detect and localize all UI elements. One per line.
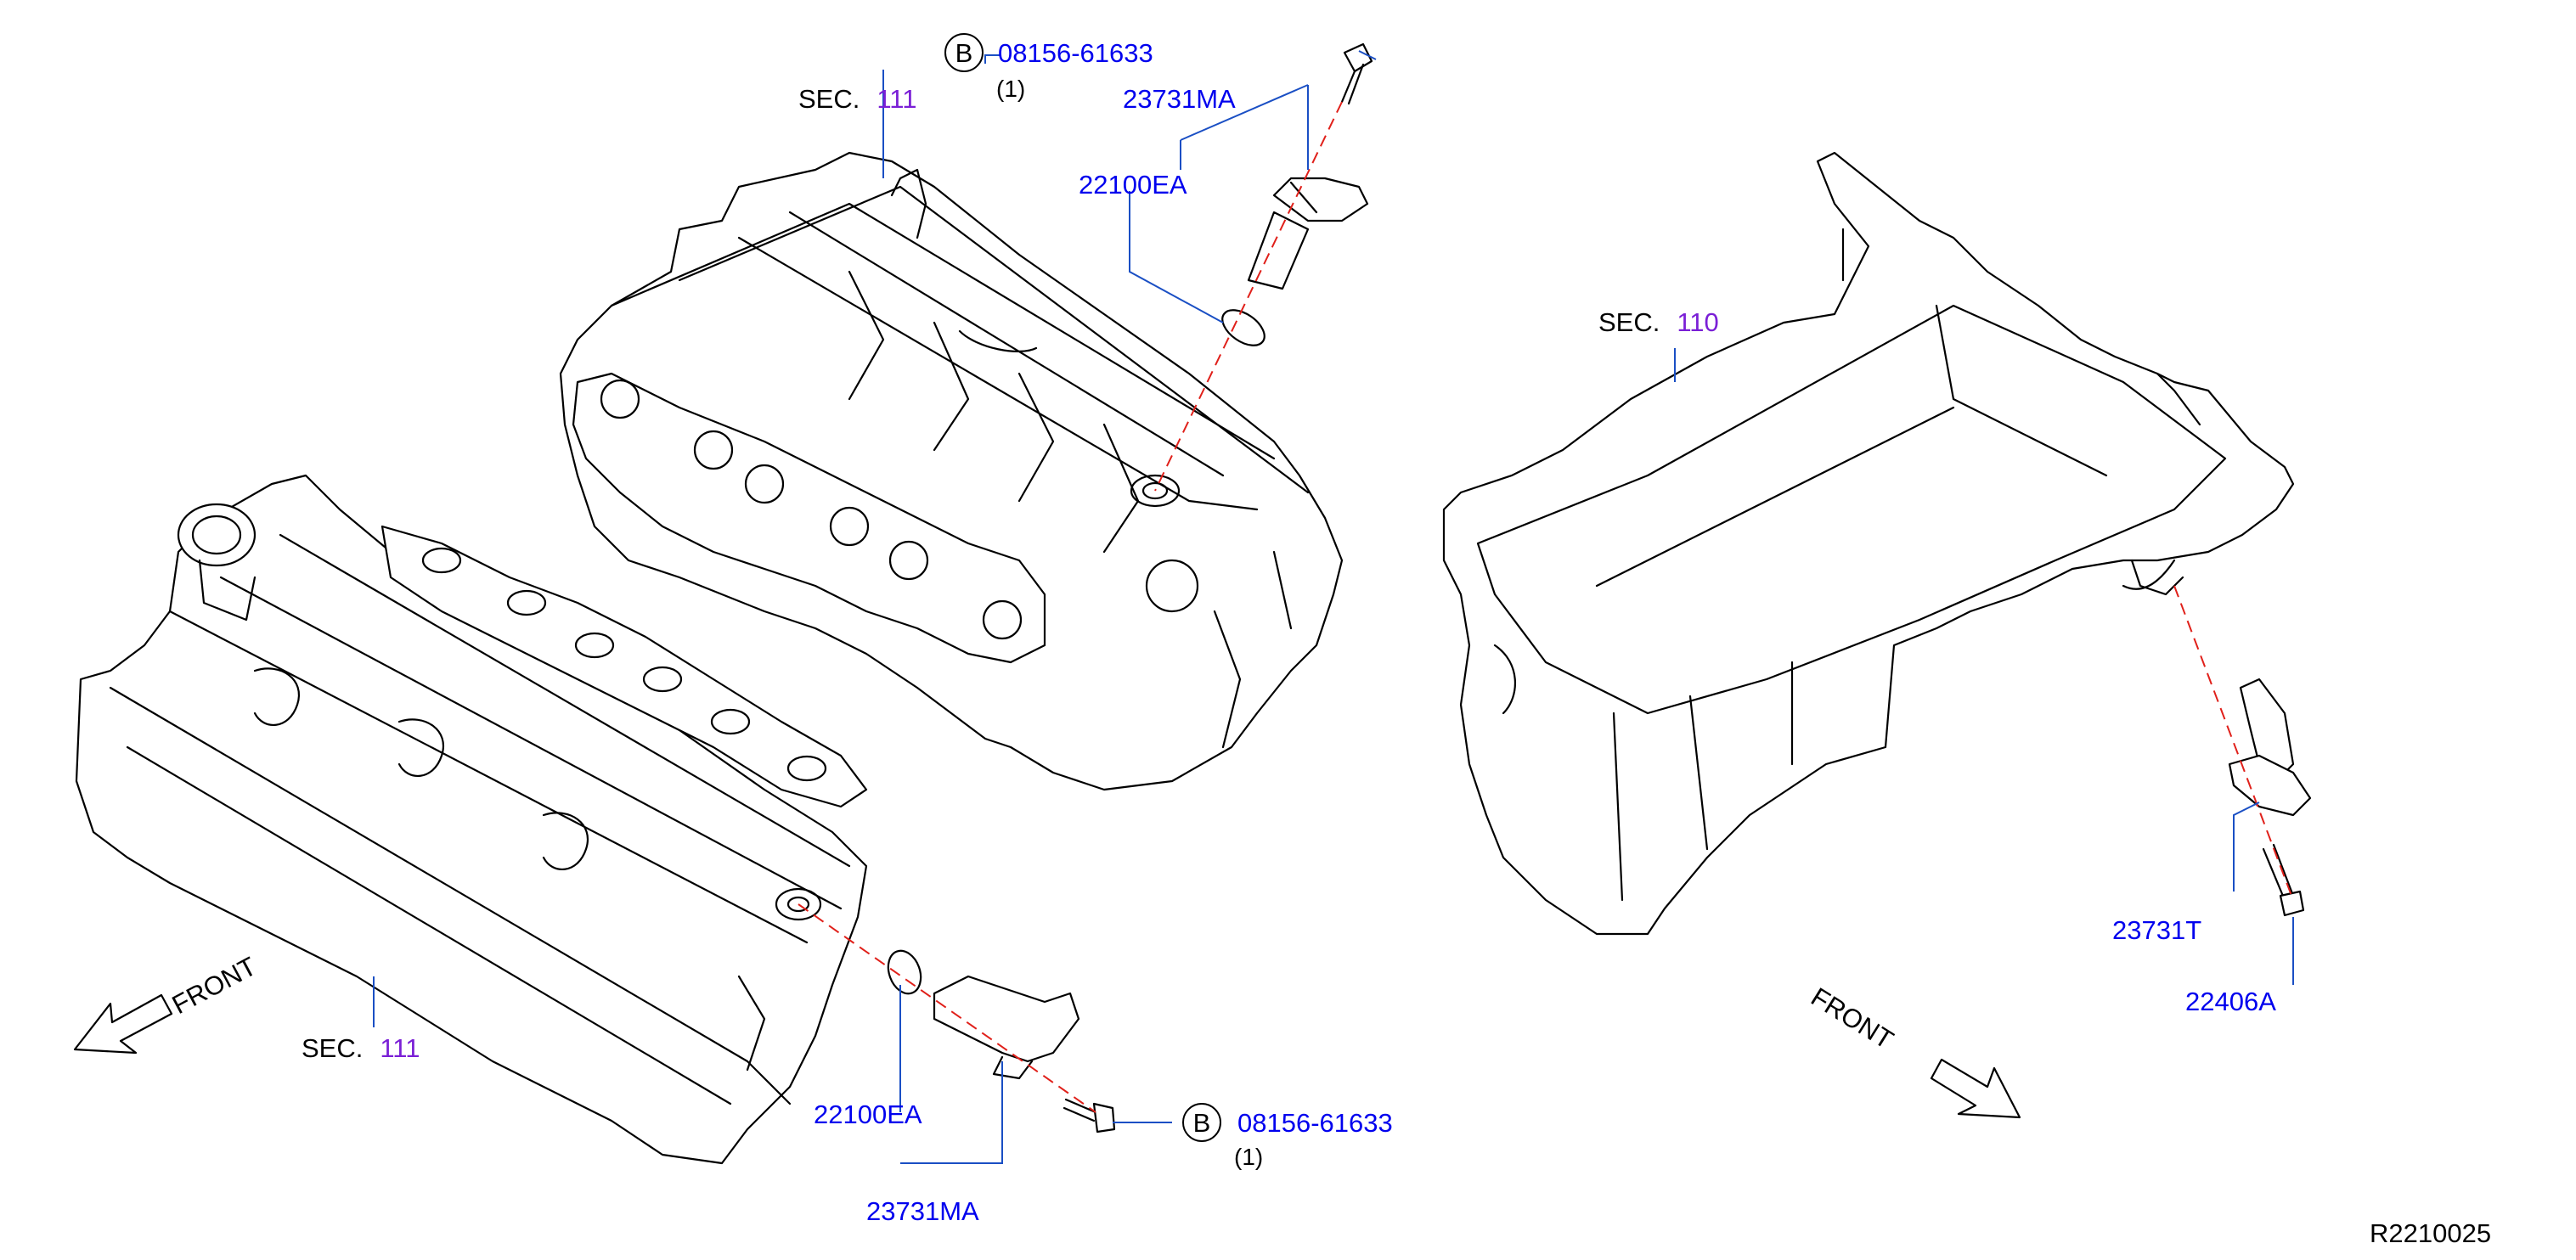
o-ring-top-part-number: 22100EA [1079,170,1187,200]
cylinder-head-upper [559,151,1344,791]
o-ring-top [1221,309,1265,346]
sensor-top-part-number: 23731MA [1123,84,1236,114]
bolt-bottom [1063,1098,1116,1133]
o-ring-bottom [887,949,922,995]
o-ring-bottom-part-number: 22100EA [814,1100,922,1129]
bolt-bottom-part-number: 08156-61633 [1237,1108,1393,1138]
bolt-top-part-number: 08156-61633 [998,38,1153,68]
sensor-bottom-part-number: 23731MA [866,1196,979,1226]
front-label-left: FRONT [167,951,262,1020]
crank-bolt-part-number: 22406A [2185,987,2276,1016]
section-label-top: SEC.111 [798,84,916,114]
circle-b-letter-top: B [955,38,973,68]
front-label-right: FRONT [1806,982,1898,1055]
bolt-top-qty: (1) [996,76,1025,102]
front-arrow-right: FRONT [1806,982,2021,1119]
oil-pan [1442,151,2295,936]
bolt-top [1340,42,1373,105]
phantom-line-top [1154,101,1343,492]
reference-code: R2210025 [2370,1218,2491,1248]
crank-sensor-part-number: 23731T [2112,915,2201,945]
crank-bolt [2262,843,2305,917]
circle-b-letter-bottom: B [1193,1108,1211,1138]
cam-sensor-bottom [933,975,1080,1080]
crank-sensor [2228,678,2312,817]
section-label-bottom: SEC.111 [302,1033,420,1063]
cam-sensor-top [1247,177,1369,290]
circle-b-marker-bottom [1182,1103,1221,1142]
cylinder-head-lower [75,474,868,1165]
circle-b-marker-top [944,33,984,72]
phantom-line-bottom [798,903,1096,1113]
bolt-bottom-qty: (1) [1234,1144,1263,1170]
front-arrow-left: FRONT [73,951,262,1055]
section-label-oil-pan: SEC.110 [1598,307,1719,337]
